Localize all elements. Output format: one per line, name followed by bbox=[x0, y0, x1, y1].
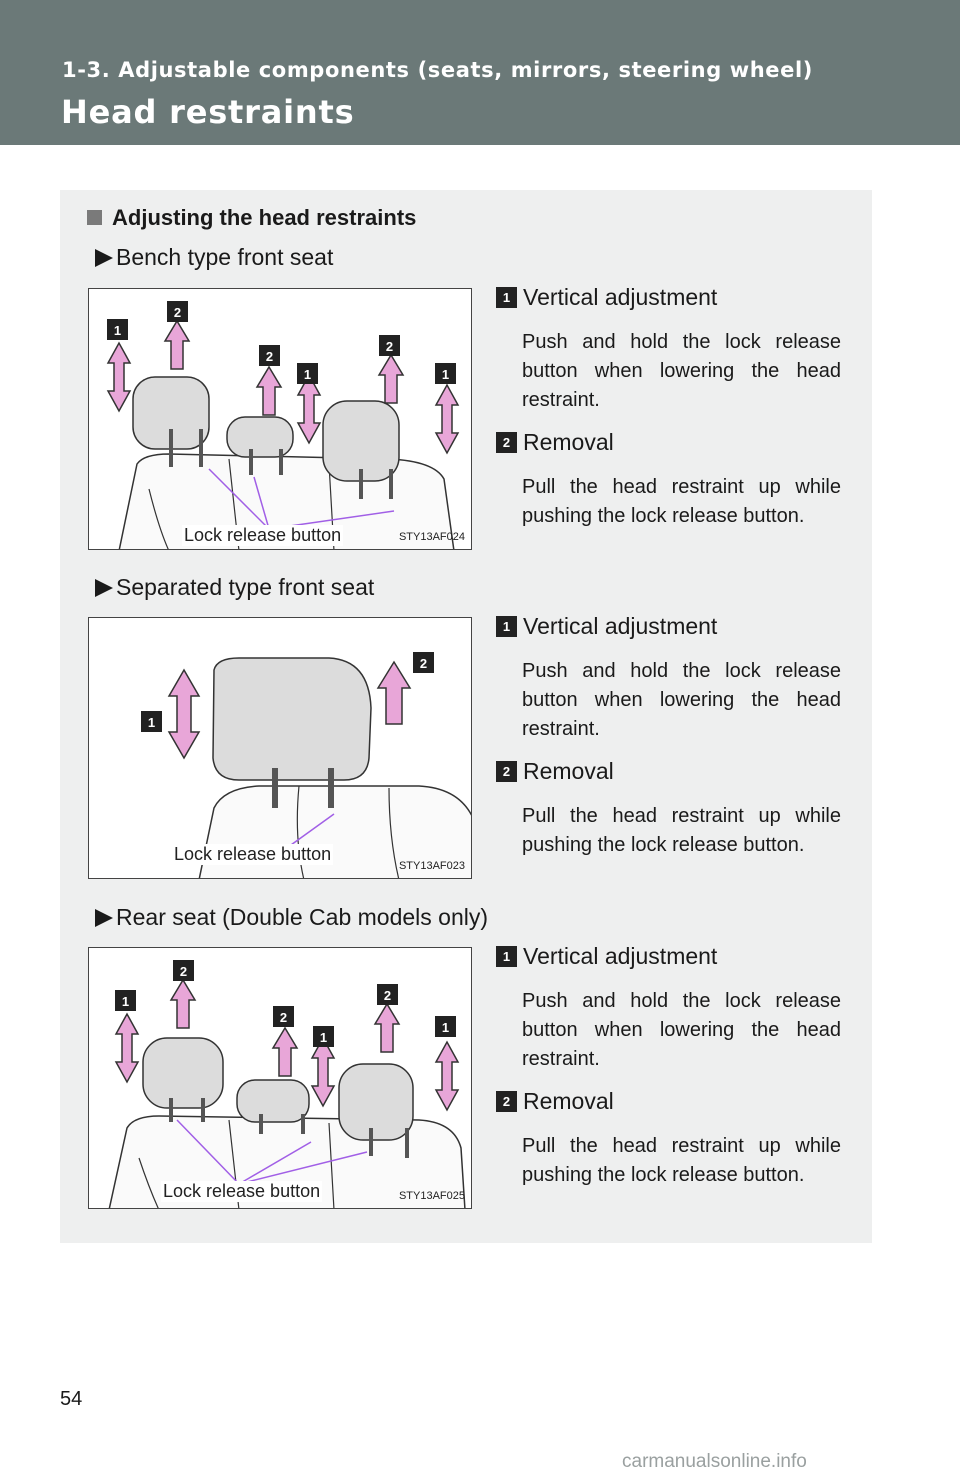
number-badge: 1 bbox=[496, 616, 517, 637]
number-badge: 1 bbox=[496, 946, 517, 967]
figure-code: STY13AF025 bbox=[398, 1190, 465, 1202]
svg-text:2: 2 bbox=[386, 339, 393, 354]
number-badge: 2 bbox=[496, 432, 517, 453]
item-description: Push and hold the lock release button wh… bbox=[522, 331, 841, 411]
item-description: Pull the head restraint up while pushing… bbox=[522, 805, 841, 856]
svg-text:1: 1 bbox=[304, 367, 311, 382]
page-title: Head restraints bbox=[61, 93, 355, 131]
section-heading: Adjusting the head restraints bbox=[87, 205, 416, 231]
figure-code: STY13AF024 bbox=[398, 531, 465, 543]
bench-seat-illustration: 1 2 2 1 2 1 bbox=[107, 301, 459, 549]
svg-text:1: 1 bbox=[114, 323, 121, 338]
svg-text:1: 1 bbox=[442, 1020, 449, 1035]
separated-seat-illustration: 1 2 bbox=[141, 652, 471, 878]
svg-text:1: 1 bbox=[122, 994, 129, 1009]
svg-text:2: 2 bbox=[384, 988, 391, 1003]
figure-code: STY13AF023 bbox=[398, 860, 465, 872]
number-badge: 2 bbox=[496, 761, 517, 782]
svg-text:2: 2 bbox=[180, 964, 187, 979]
number-badge: 2 bbox=[496, 1091, 517, 1112]
triangle-bullet-icon bbox=[95, 909, 113, 927]
item-description: Push and hold the lock release button wh… bbox=[522, 990, 841, 1070]
subtitle-separated: Separated type front seat bbox=[95, 574, 374, 601]
lock-release-label: Lock release button bbox=[182, 525, 344, 546]
square-bullet-icon bbox=[87, 210, 102, 225]
svg-text:2: 2 bbox=[174, 305, 181, 320]
page-number: 54 bbox=[60, 1388, 83, 1410]
number-badge: 1 bbox=[496, 287, 517, 308]
svg-text:2: 2 bbox=[266, 349, 273, 364]
rear-seat-illustration: 1 2 2 1 2 1 bbox=[108, 960, 466, 1208]
figure-rear-seat: 1 2 2 1 2 1 Lock release button STY13AF0… bbox=[88, 947, 472, 1209]
lock-release-label: Lock release button bbox=[172, 844, 334, 865]
svg-text:1: 1 bbox=[320, 1030, 327, 1045]
section-title: 1-3. Adjustable components (seats, mirro… bbox=[62, 58, 813, 82]
svg-text:1: 1 bbox=[148, 715, 155, 730]
watermark: carmanualsonline.info bbox=[622, 1451, 807, 1472]
figure-separated-seat: 1 2 Lock release button STY13AF023 bbox=[88, 617, 472, 879]
subtitle-rear: Rear seat (Double Cab models only) bbox=[95, 904, 488, 931]
svg-text:2: 2 bbox=[280, 1010, 287, 1025]
figure-bench-seat: 1 2 2 1 2 1 Lock release button STY13AF0… bbox=[88, 288, 472, 550]
triangle-bullet-icon bbox=[95, 579, 113, 597]
svg-text:2: 2 bbox=[420, 656, 427, 671]
triangle-bullet-icon bbox=[95, 249, 113, 267]
subtitle-bench: Bench type front seat bbox=[95, 244, 333, 271]
item-description: Pull the head restraint up while pushing… bbox=[522, 476, 841, 527]
item-description: Pull the head restraint up while pushing… bbox=[522, 1135, 841, 1186]
lock-release-label: Lock release button bbox=[161, 1181, 323, 1202]
svg-text:1: 1 bbox=[442, 367, 449, 382]
item-description: Push and hold the lock release button wh… bbox=[522, 660, 841, 740]
page-header: 1-3. Adjustable components (seats, mirro… bbox=[0, 0, 960, 145]
